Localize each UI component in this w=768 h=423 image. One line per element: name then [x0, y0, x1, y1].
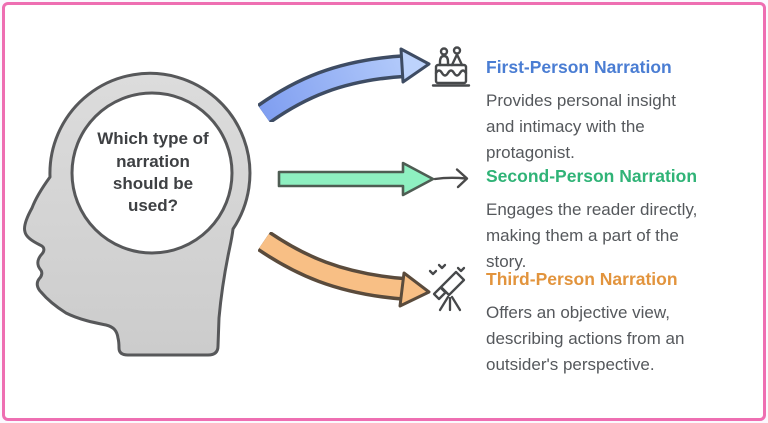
description-line: story.: [486, 252, 527, 271]
description-line: outsider's perspective.: [486, 355, 655, 374]
branch-second-person: Second-Person Narration Engages the read…: [486, 164, 738, 275]
third-person-arrow: [258, 232, 431, 308]
description-line: describing actions from an: [486, 329, 685, 348]
second-person-description: Engages the reader directly, making them…: [486, 197, 738, 275]
third-person-title: Third-Person Narration: [486, 269, 678, 289]
question-line: should be: [112, 174, 194, 193]
description-line: Offers an objective view,: [486, 303, 670, 322]
question-line: Which type of: [97, 129, 209, 149]
second-person-arrow: [277, 161, 435, 197]
description-line: protagonist.: [486, 143, 575, 162]
head-silhouette-icon: [23, 71, 252, 357]
first-person-description: Provides personal insight and intimacy w…: [486, 88, 738, 166]
right-arrow-icon: [433, 168, 469, 189]
second-person-title: Second-Person Narration: [486, 166, 698, 186]
first-person-arrow: [258, 47, 431, 122]
telescope-icon: [428, 263, 466, 312]
question-circle: [70, 91, 234, 255]
description-line: making them a part of the: [486, 226, 679, 245]
question-text: Which type of narration should be used?: [74, 112, 232, 234]
branch-third-person: Third-Person Narration Offers an objecti…: [486, 267, 738, 378]
question-line: used?: [127, 196, 179, 216]
description-line: and intimacy with the: [486, 117, 645, 136]
question-line: narration: [116, 151, 190, 171]
description-line: Provides personal insight: [486, 91, 676, 110]
description-line: Engages the reader directly,: [486, 200, 698, 219]
branch-first-person: First-Person Narration Provides personal…: [486, 55, 738, 166]
wedding-cake-icon: [431, 46, 471, 87]
first-person-title: First-Person Narration: [486, 57, 672, 77]
third-person-description: Offers an objective view, describing act…: [486, 300, 738, 378]
